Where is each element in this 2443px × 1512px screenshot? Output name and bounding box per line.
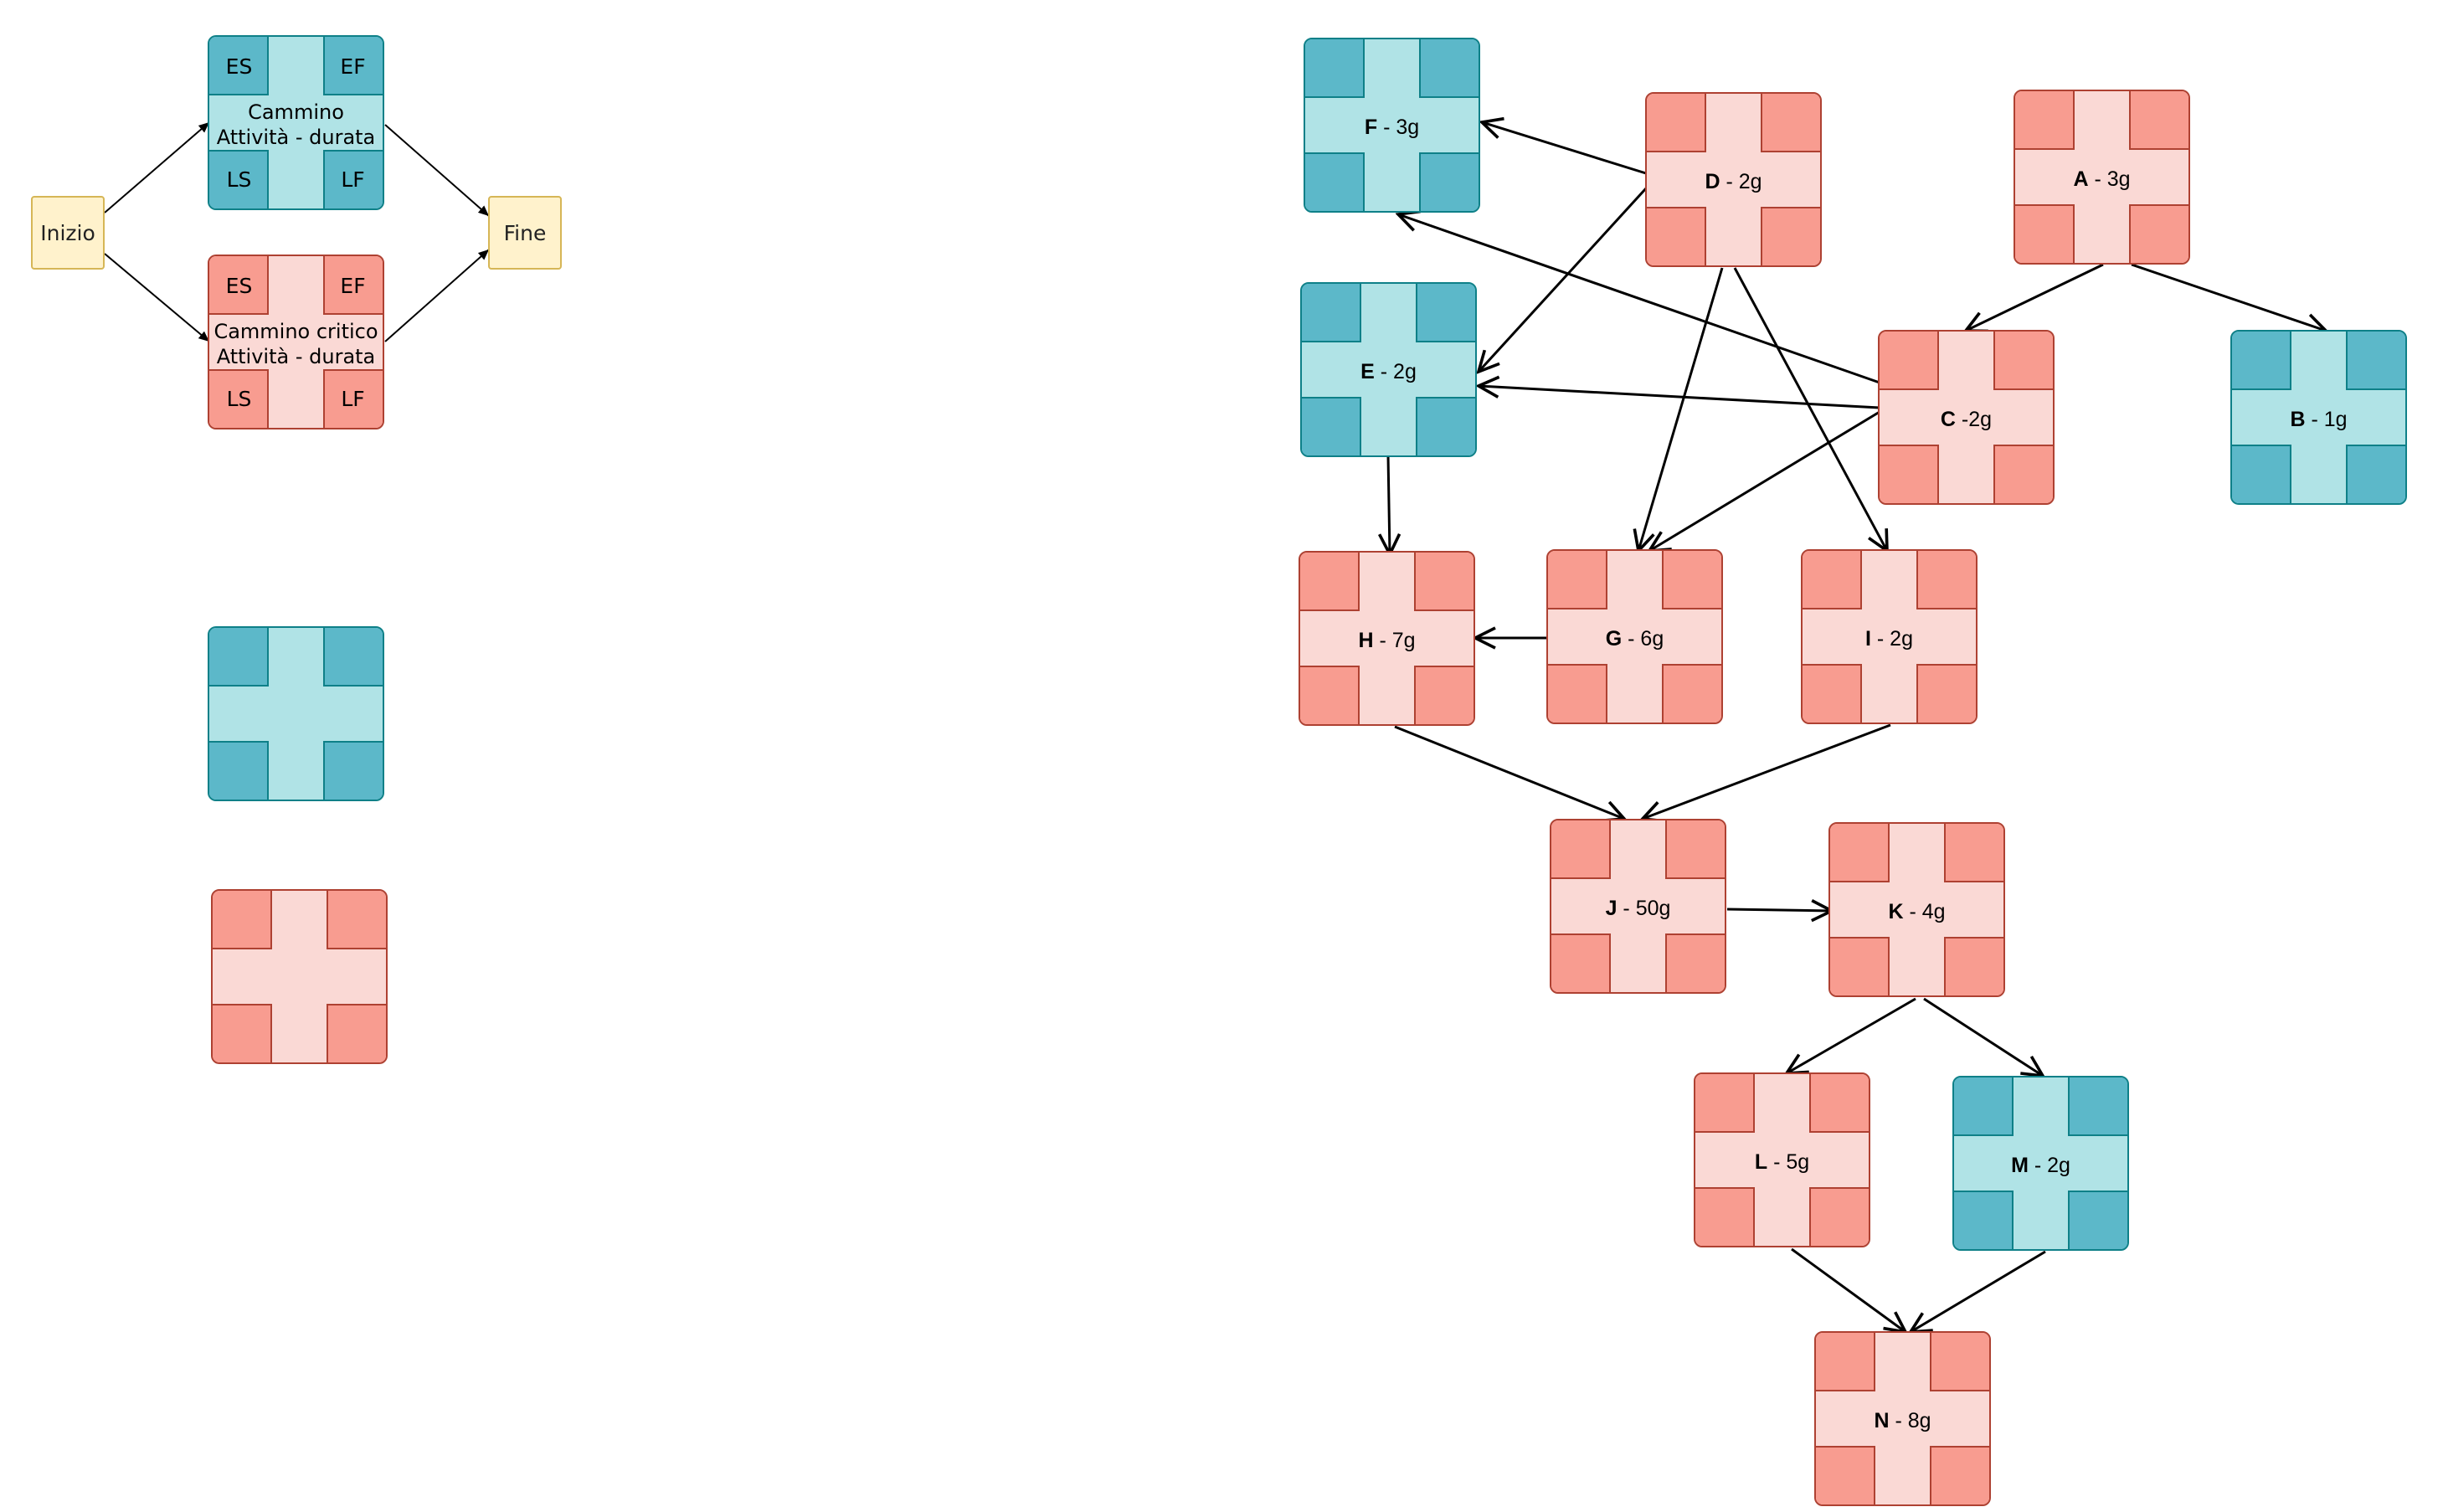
legend-critical-subtitle: Attività - durata [216,344,376,368]
legend-normal-es: ES [225,54,253,79]
legend-edge-start-normal [104,121,210,213]
edge-D-G [1638,267,1724,551]
edge-L-N [1791,1247,1906,1332]
task-M-duration: - 2g [2028,1153,2070,1177]
edge-D-F [1482,122,1647,175]
legend-normal-title: Cammino [248,100,344,124]
edge-C-G [1649,410,1880,551]
task-E-duration: - 2g [1374,359,1417,383]
task-B-letter: B [2290,407,2306,431]
task-H-letter: H [1358,628,1374,652]
task-node-I: I - 2g [1801,549,1978,724]
task-F-letter: F [1364,115,1378,139]
task-node-G: G - 6g [1546,549,1723,724]
task-node-K: K - 4g [1828,822,2005,997]
legend-critical-box: ES EF LS LF Cammino critico Attività - d… [208,255,384,429]
legend-end-label: Fine [503,220,547,245]
task-K-letter: K [1888,899,1904,923]
task-H-duration: - 7g [1373,628,1416,652]
task-node-J: J - 50g [1550,819,1726,994]
edge-M-N [1911,1250,2046,1332]
task-node-F: F - 3g [1304,38,1480,213]
legend-normal-box: ES EF LS LF Cammino Attività - durata [208,35,384,210]
task-D-letter: D [1705,169,1720,193]
edge-K-L [1787,997,1916,1073]
edge-I-J [1643,723,1891,819]
task-N-duration: - 8g [1889,1408,1931,1432]
legend-critical-title: Cammino critico [213,319,378,343]
edge-C-E [1479,386,1880,409]
task-J-duration: - 50g [1617,896,1671,920]
task-J-letter: J [1605,896,1618,920]
edge-A-B [2131,263,2326,331]
task-N-letter: N [1874,1408,1890,1432]
task-node-B: B - 1g [2230,330,2407,505]
legend-critical-ef: EF [340,273,366,298]
edge-D-I [1733,267,1887,551]
task-K-duration: - 4g [1903,899,1946,923]
edge-E-H [1388,455,1390,554]
task-A-letter: A [2073,167,2089,191]
task-C-duration: -2g [1955,407,1993,431]
task-G-duration: - 6g [1622,626,1664,651]
task-C-letter: C [1940,407,1956,431]
legend-start-label: Inizio [40,220,95,245]
legend-critical-lf: LF [341,386,365,411]
legend-normal-lf: LF [341,167,365,192]
legend-critical-es: ES [225,273,253,298]
legend-end-node: Fine [488,196,562,270]
task-I-letter: I [1865,626,1871,651]
task-node-M: M - 2g [1952,1076,2129,1251]
task-A-duration: - 3g [2088,167,2131,191]
task-node-A: A - 3g [2014,90,2190,265]
legend-normal-ls: LS [226,167,252,192]
legend-start-node: Inizio [31,196,105,270]
task-E-letter: E [1360,359,1375,383]
edge-A-C [1966,263,2104,331]
edge-H-J [1394,725,1624,819]
task-node-D: D - 2g [1645,92,1822,267]
task-D-duration: - 2g [1720,169,1762,193]
legend-normal-ef: EF [340,54,366,79]
task-I-duration: - 2g [1870,626,1913,651]
edge-K-M [1923,997,2043,1076]
task-M-letter: M [2011,1153,2029,1177]
legend-critical-ls: LS [226,386,252,411]
template-normal-box [208,626,384,801]
template-critical-box [211,889,388,1064]
task-B-duration: - 1g [2305,407,2348,431]
edge-D-E [1479,187,1648,372]
legend-edge-start-critical [104,253,210,342]
task-F-duration: - 3g [1377,115,1420,139]
legend-normal-subtitle: Attività - durata [216,125,376,149]
task-node-L: L - 5g [1694,1072,1870,1247]
legend-edge-critical-end [384,249,490,342]
task-node-N: N - 8g [1814,1331,1991,1506]
task-node-E: E - 2g [1300,282,1477,457]
task-node-C: C -2g [1878,330,2055,505]
task-L-duration: - 5g [1767,1149,1810,1174]
edge-J-K [1726,909,1832,911]
task-node-H: H - 7g [1299,551,1475,726]
legend-edge-normal-end [384,124,490,217]
task-G-letter: G [1605,626,1623,651]
task-L-letter: L [1754,1149,1768,1174]
